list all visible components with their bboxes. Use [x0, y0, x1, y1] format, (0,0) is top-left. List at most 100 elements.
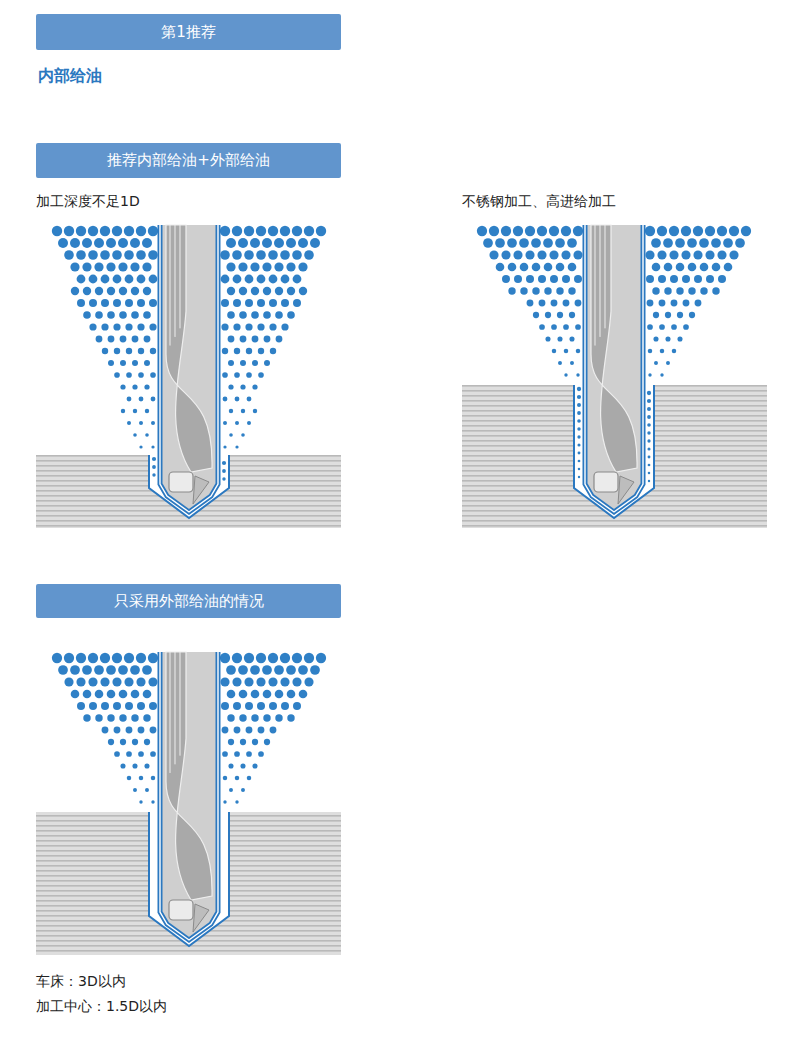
- coolant-dot: [126, 727, 133, 734]
- coolant-dot: [114, 348, 120, 354]
- coolant-dot: [118, 262, 127, 271]
- coolant-dot: [672, 349, 677, 354]
- coolant-dot: [508, 263, 517, 272]
- coolant-dot: [126, 372, 132, 378]
- drill-insert: [169, 472, 193, 492]
- coolant-dot: [557, 336, 562, 341]
- coolant-dot: [245, 323, 252, 330]
- coolant-dot: [695, 300, 702, 307]
- coolant-dot: [239, 311, 247, 319]
- coolant-dot: [238, 262, 247, 271]
- coolant-dot: [562, 275, 570, 283]
- coolant-dot: [659, 300, 666, 307]
- coolant-dot: [143, 287, 151, 295]
- coolant-dot: [245, 299, 253, 307]
- coolant-dot: [298, 262, 307, 271]
- coolant-dot: [226, 262, 235, 271]
- coolant-dot: [526, 275, 534, 283]
- coolant-dot: [151, 445, 154, 448]
- coolant-dot: [689, 312, 695, 318]
- coolant-dot: [741, 226, 751, 236]
- coolant-dot: [483, 238, 493, 248]
- coolant-dot: [247, 421, 251, 425]
- coolant-dot: [676, 263, 685, 272]
- coolant-dot: [227, 287, 235, 295]
- coolant-dot: [551, 300, 558, 307]
- coolant-dot: [101, 299, 109, 307]
- coolant-dot: [502, 275, 510, 283]
- coolant-dot: [139, 445, 142, 448]
- flute-line: [175, 225, 176, 337]
- coolant-dot: [144, 763, 149, 768]
- case-caption: 加工深度不足1D: [36, 193, 140, 210]
- coolant-dot: [119, 690, 128, 699]
- coolant-dot: [102, 348, 108, 354]
- coolant-dot: [114, 727, 121, 734]
- coolant-dot: [101, 323, 108, 330]
- coolant-dot: [245, 702, 253, 710]
- drill-body: [160, 652, 218, 940]
- flute-line: [170, 652, 171, 773]
- coolant-dot: [101, 275, 110, 284]
- coolant-dot: [76, 677, 85, 686]
- depth-note: 车床：3D以内: [36, 973, 126, 990]
- coolant-dot: [489, 250, 498, 259]
- coolant-dot: [575, 300, 582, 307]
- coolant-dot: [148, 250, 158, 260]
- coolant-dot: [64, 653, 74, 663]
- coolant-dot: [729, 250, 738, 259]
- coolant-dot: [108, 336, 115, 343]
- coolant-dot: [647, 391, 651, 395]
- drill-scene: [36, 225, 341, 528]
- coolant-dot: [145, 433, 149, 437]
- coolant-dot: [82, 665, 92, 675]
- coolant-dot: [264, 336, 271, 343]
- coolant-dot: [250, 665, 260, 675]
- coolant-dot: [525, 250, 534, 259]
- coolant-dot: [132, 739, 138, 745]
- coolant-dot: [229, 409, 233, 413]
- flute-line: [170, 225, 171, 346]
- coolant-dot: [688, 287, 695, 294]
- coolant-dot: [677, 336, 682, 341]
- coolant-dot: [222, 348, 228, 354]
- coolant-dot: [561, 250, 570, 259]
- coolant-dot: [106, 262, 115, 271]
- coolant-dot: [152, 473, 155, 476]
- coolant-dot: [137, 275, 146, 284]
- coolant-dot: [577, 395, 581, 399]
- coolant-dot: [275, 287, 283, 295]
- coolant-dot: [131, 311, 139, 319]
- coolant-dot: [240, 384, 245, 389]
- coolant-dot: [700, 263, 709, 272]
- coolant-dot: [151, 800, 154, 803]
- header-band: 推荐内部给油+外部给油: [36, 143, 341, 178]
- coolant-dot: [244, 677, 253, 686]
- coolant-dot: [125, 299, 133, 307]
- coolant-dot: [234, 372, 240, 378]
- coolant-dot: [233, 275, 242, 284]
- coolant-dot: [286, 262, 295, 271]
- coolant-dot: [298, 665, 308, 675]
- coolant-dot: [64, 677, 73, 686]
- coolant-dot: [127, 397, 132, 402]
- coolant-dot: [645, 250, 654, 259]
- coolant-dot: [269, 702, 277, 710]
- coolant-dot: [693, 226, 703, 236]
- coolant-dot: [233, 702, 241, 710]
- coolant-dot: [52, 653, 62, 663]
- coolant-dot: [647, 431, 650, 434]
- coolant-dot: [132, 336, 139, 343]
- coolant-dot: [107, 311, 115, 319]
- coolant-dot: [550, 275, 558, 283]
- coolant-dot: [567, 238, 577, 248]
- coolant-dot: [76, 226, 86, 236]
- coolant-dot: [112, 226, 122, 236]
- coolant-dot: [496, 263, 505, 272]
- coolant-dot: [646, 275, 654, 283]
- coolant-dot: [647, 447, 650, 450]
- coolant-dot: [52, 226, 62, 236]
- coolant-dot: [120, 384, 125, 389]
- coolant-dot: [711, 238, 721, 248]
- coolant-dot: [549, 226, 559, 236]
